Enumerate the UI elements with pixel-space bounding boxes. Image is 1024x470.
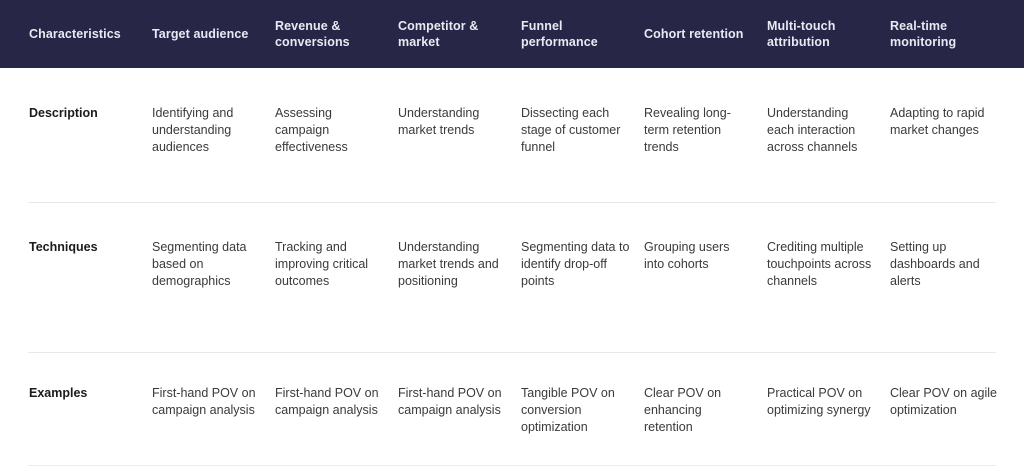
table-header-row: Characteristics Target audience Revenue … — [0, 0, 1024, 68]
cell-techniques-target-audience: Segmenting data based on demographics — [152, 240, 247, 288]
cell-description-multi-touch-attribution: Understanding each interaction across ch… — [767, 106, 858, 154]
column-header-cohort-retention: Cohort retention — [644, 26, 744, 41]
row-divider — [28, 465, 996, 466]
column-header-multi-touch-attribution: Multi-touch attribution — [767, 18, 836, 50]
cell-description-target-audience: Identifying and understanding audiences — [152, 106, 234, 154]
row-divider — [28, 202, 996, 203]
row-label-techniques: Techniques — [29, 240, 98, 254]
cell-examples-cohort-retention: Clear POV on enhancing retention — [644, 386, 722, 434]
column-header-target-audience: Target audience — [152, 26, 249, 41]
cell-examples-target-audience: First-hand POV on campaign analysis — [152, 386, 256, 417]
column-header-real-time-monitoring: Real-time monitoring — [890, 18, 957, 50]
cell-description-revenue-conversions: Assessing campaign effectiveness — [275, 106, 348, 154]
cell-description-real-time-monitoring: Adapting to rapid market changes — [890, 106, 985, 137]
row-label-description: Description — [29, 106, 98, 120]
cell-description-competitor-market: Understanding market trends — [398, 106, 480, 137]
cell-techniques-multi-touch-attribution: Crediting multiple touchpoints across ch… — [767, 240, 872, 288]
cell-techniques-competitor-market: Understanding market trends and position… — [398, 240, 499, 288]
column-header-funnel-performance: Funnel performance — [521, 18, 598, 50]
table-row: Techniques Segmenting data based on demo… — [29, 239, 1024, 290]
cell-techniques-real-time-monitoring: Setting up dashboards and alerts — [890, 240, 980, 288]
cell-examples-multi-touch-attribution: Practical POV on optimizing synergy — [767, 386, 871, 417]
column-header-revenue-conversions: Revenue & conversions — [275, 18, 350, 50]
cell-techniques-funnel-performance: Segmenting data to identify drop-off poi… — [521, 240, 630, 288]
row-divider — [28, 352, 996, 353]
cell-examples-competitor-market: First-hand POV on campaign analysis — [398, 386, 502, 417]
table-header-cells: Characteristics Target audience Revenue … — [29, 0, 1024, 68]
cell-techniques-cohort-retention: Grouping users into cohorts — [644, 240, 730, 271]
cell-examples-real-time-monitoring: Clear POV on agile optimization — [890, 386, 998, 417]
cell-description-cohort-retention: Revealing long-term retention trends — [644, 106, 731, 154]
table-row: Examples First-hand POV on campaign anal… — [29, 385, 1024, 436]
column-header-competitor-market: Competitor & market — [398, 18, 479, 50]
cell-examples-funnel-performance: Tangible POV on conversion optimization — [521, 386, 615, 434]
row-label-examples: Examples — [29, 386, 88, 400]
table-row: Description Identifying and understandin… — [29, 105, 1024, 156]
column-header-characteristics: Characteristics — [29, 26, 121, 41]
cell-description-funnel-performance: Dissecting each stage of customer funnel — [521, 106, 621, 154]
cell-examples-revenue-conversions: First-hand POV on campaign analysis — [275, 386, 379, 417]
cell-techniques-revenue-conversions: Tracking and improving critical outcomes — [275, 240, 369, 288]
